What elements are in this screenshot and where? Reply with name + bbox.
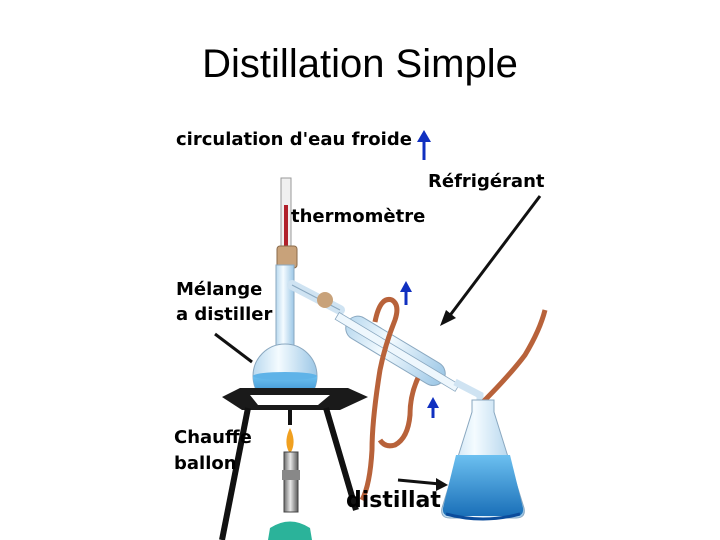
distillate-pointer-arrow <box>397 478 448 491</box>
tripod-stand <box>219 388 368 540</box>
mixture-pointer-line <box>214 332 253 364</box>
condenser-pointer-arrow <box>440 195 542 326</box>
bunsen-burner <box>268 428 312 540</box>
distillation-flask <box>252 264 345 409</box>
label-thermometer: thermomètre <box>291 206 426 227</box>
page-title: Distillation Simple <box>202 42 518 86</box>
label-water-circulation: circulation d'eau froide <box>176 129 412 150</box>
water-flow-arrow-top <box>417 130 431 160</box>
condenser <box>334 311 484 408</box>
label-distillate: distillat <box>346 488 441 513</box>
water-flow-arrow-low <box>427 397 439 418</box>
label-heater-line2: ballon <box>174 453 237 474</box>
receiving-flask <box>441 399 525 521</box>
water-tubing <box>359 296 548 502</box>
label-mixture-line2: a distiller <box>176 304 273 325</box>
label-mixture-line1: Mélange <box>176 279 263 300</box>
label-condenser: Réfrigérant <box>428 171 545 192</box>
water-flow-arrow-mid <box>400 281 412 305</box>
label-heater-line1: Chauffe <box>174 427 252 448</box>
